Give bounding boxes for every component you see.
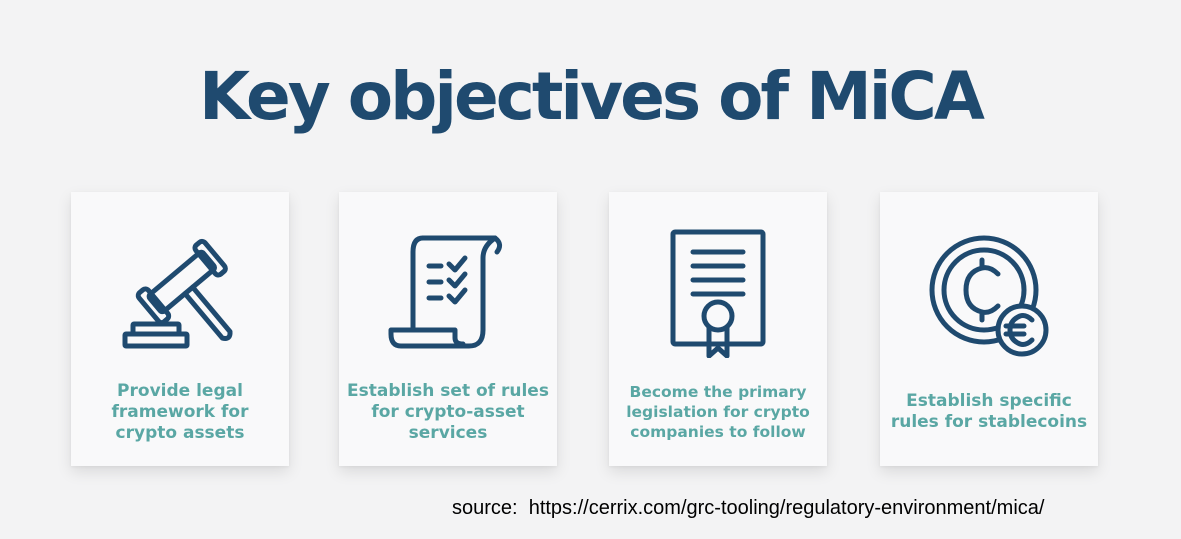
coin-euro-icon (924, 218, 1054, 358)
objective-label: Establish specific rules for stablecoins (890, 391, 1088, 432)
objective-label: Become the primary legislation for crypt… (626, 383, 810, 441)
objective-card-stablecoins: Establish specific rules for stablecoins (880, 192, 1098, 466)
page-title: Key objectives of MiCA (199, 58, 985, 135)
objective-card-legal-framework: Provide legal framework for crypto asset… (71, 192, 289, 466)
gavel-icon (115, 218, 245, 358)
source-citation: source: https://cerrix.com/grc-tooling/r… (452, 497, 1045, 519)
objective-label: Provide legal framework for crypto asset… (111, 380, 249, 443)
objective-card-primary-legislation: Become the primary legislation for crypt… (609, 192, 827, 466)
objective-label: Establish set of rules for crypto-asset … (347, 380, 549, 443)
certificate-icon (653, 218, 783, 358)
objective-card-crypto-asset-services: Establish set of rules for crypto-asset … (339, 192, 557, 466)
checklist-scroll-icon (383, 218, 513, 358)
